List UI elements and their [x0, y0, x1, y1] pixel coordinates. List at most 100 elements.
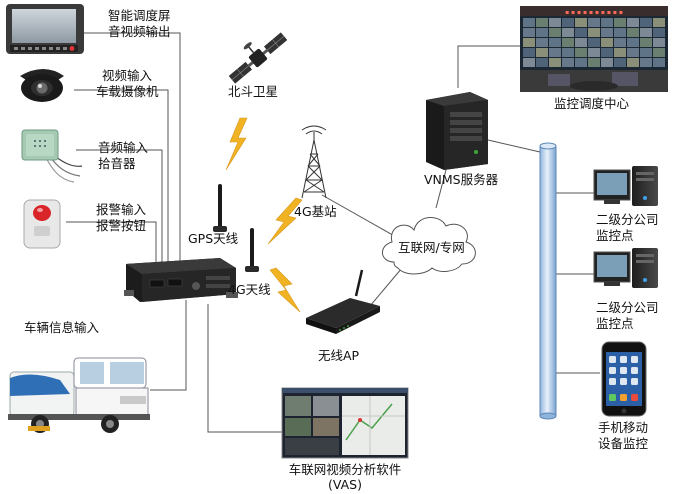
video-wall-tile: [536, 28, 548, 37]
label-mobile-monitor: 设备监控: [598, 436, 649, 451]
video-wall-tile: [562, 38, 574, 47]
alarm-button-device: [23, 199, 61, 249]
label-vas: 车联网视频分析软件: [288, 462, 402, 477]
network-bus-pipe: [539, 142, 557, 420]
video-wall-tile: [640, 48, 652, 57]
video-wall-tile: [523, 18, 535, 27]
label-av-output: 音视频输出: [108, 24, 171, 39]
label-monitor-center: 监控调度中心: [554, 96, 630, 111]
gps-antenna-icon: [213, 184, 227, 232]
vas-software-screen: [281, 387, 409, 459]
signal-sat-gps: [225, 117, 248, 171]
label-gps-antenna: GPS天线: [188, 231, 239, 246]
connection-lines: [66, 32, 600, 433]
video-wall-tile: [614, 18, 626, 27]
label-sub-company-1: 二级分公司: [596, 212, 659, 227]
line-ap-cloud: [369, 267, 403, 307]
label-sub-company-2: 二级分公司: [596, 300, 659, 315]
monitor-center-photo: ▪ ▪ ▪ ▪ ▪ ▪ ▪ ▪ ▪ ▪: [520, 6, 668, 92]
video-wall-tile: [588, 28, 600, 37]
label-vehicle-info-input: 车辆信息输入: [24, 320, 100, 335]
video-wall-tile: [549, 38, 561, 47]
line-vehicle: [150, 300, 187, 391]
svg-text:▪ ▪ ▪ ▪ ▪ ▪ ▪ ▪ ▪ ▪: ▪ ▪ ▪ ▪ ▪ ▪ ▪ ▪ ▪ ▪: [565, 9, 623, 16]
line-alarm: [66, 221, 157, 262]
sub-company-pc-2: [593, 248, 658, 288]
lightning-signal-icon: [225, 117, 303, 313]
desktop-pc-icon: [593, 166, 658, 288]
video-wall-tile: [562, 58, 574, 67]
video-wall-tile: [523, 48, 535, 57]
video-wall-tile: [575, 58, 587, 67]
line-server-center: [457, 45, 520, 88]
video-wall-tile: [653, 28, 665, 37]
video-wall-tile: [575, 48, 587, 57]
server-icon: [426, 92, 488, 170]
video-wall-tile: [549, 28, 561, 37]
label-sub-company-2-point: 监控点: [596, 316, 634, 331]
video-wall-tile: [523, 28, 535, 37]
cell-tower-icon: [301, 125, 327, 199]
line-screen: [84, 32, 181, 262]
router-icon: [306, 269, 380, 334]
signal-ap-4g: [269, 267, 301, 313]
video-wall-tile: [653, 58, 665, 67]
video-wall-tile: [614, 38, 626, 47]
label-car-camera: 车载摄像机: [96, 84, 159, 99]
video-wall-tile: [588, 38, 600, 47]
video-wall-tile: [588, 58, 600, 67]
video-wall-tile: [601, 28, 613, 37]
video-wall-tile: [627, 58, 639, 67]
antenna-4g-icon: [245, 228, 259, 272]
label-beidou: 北斗卫星: [228, 84, 279, 99]
label-wireless-ap: 无线AP: [318, 348, 360, 363]
label-sub-company-1-point: 监控点: [596, 228, 634, 243]
video-wall-tile: [523, 38, 535, 47]
car-camera-device: [20, 69, 64, 102]
video-wall-tile: [575, 18, 587, 27]
label-pickup: 拾音器: [98, 156, 136, 171]
video-wall-tile: [627, 28, 639, 37]
video-wall-tile: [640, 58, 652, 67]
video-wall-tile: [562, 28, 574, 37]
video-wall-tile: [562, 48, 574, 57]
signal-tower-4g: [267, 197, 303, 245]
video-wall-tile: [640, 38, 652, 47]
video-wall-tile: [601, 18, 613, 27]
video-wall-tile: [627, 38, 639, 47]
video-wall-tile: [601, 58, 613, 67]
video-wall-tile: [653, 38, 665, 47]
video-wall-tile: [627, 18, 639, 27]
line-vas: [207, 304, 282, 433]
video-wall-tile: [614, 48, 626, 57]
label-vnms-server: VNMS服务器: [424, 172, 499, 187]
video-wall-tile: [640, 28, 652, 37]
line-camera: [74, 89, 169, 262]
satellite-icon: [228, 32, 288, 84]
line-tower-cloud: [321, 194, 399, 239]
line-pickup: [76, 149, 163, 262]
video-wall-tile: [614, 58, 626, 67]
video-wall-tile: [575, 38, 587, 47]
line-cloud-server: [435, 169, 447, 209]
video-wall-tile: [588, 48, 600, 57]
mdvr-icon: [124, 258, 238, 302]
sweeper-truck-icon: [8, 357, 150, 433]
label-mobile: 手机移动: [598, 420, 649, 435]
label-base-station: 4G基站: [294, 204, 337, 219]
dispatch-screen-device: [6, 4, 84, 54]
cloud-icon: [382, 217, 476, 275]
label-smart-screen: 智能调度屏: [108, 8, 171, 23]
video-wall-tile: [536, 48, 548, 57]
video-wall-tile: [575, 28, 587, 37]
line-server-bus: [487, 139, 541, 153]
label-video-input: 视频输入: [102, 68, 153, 83]
video-wall-tile: [653, 48, 665, 57]
video-wall-tile: [549, 48, 561, 57]
label-vas-abbr: (VAS): [328, 477, 362, 492]
video-wall-tile: [549, 58, 561, 67]
label-alarm-button: 报警按钮: [96, 218, 147, 233]
label-audio-input: 音频输入: [98, 140, 149, 155]
